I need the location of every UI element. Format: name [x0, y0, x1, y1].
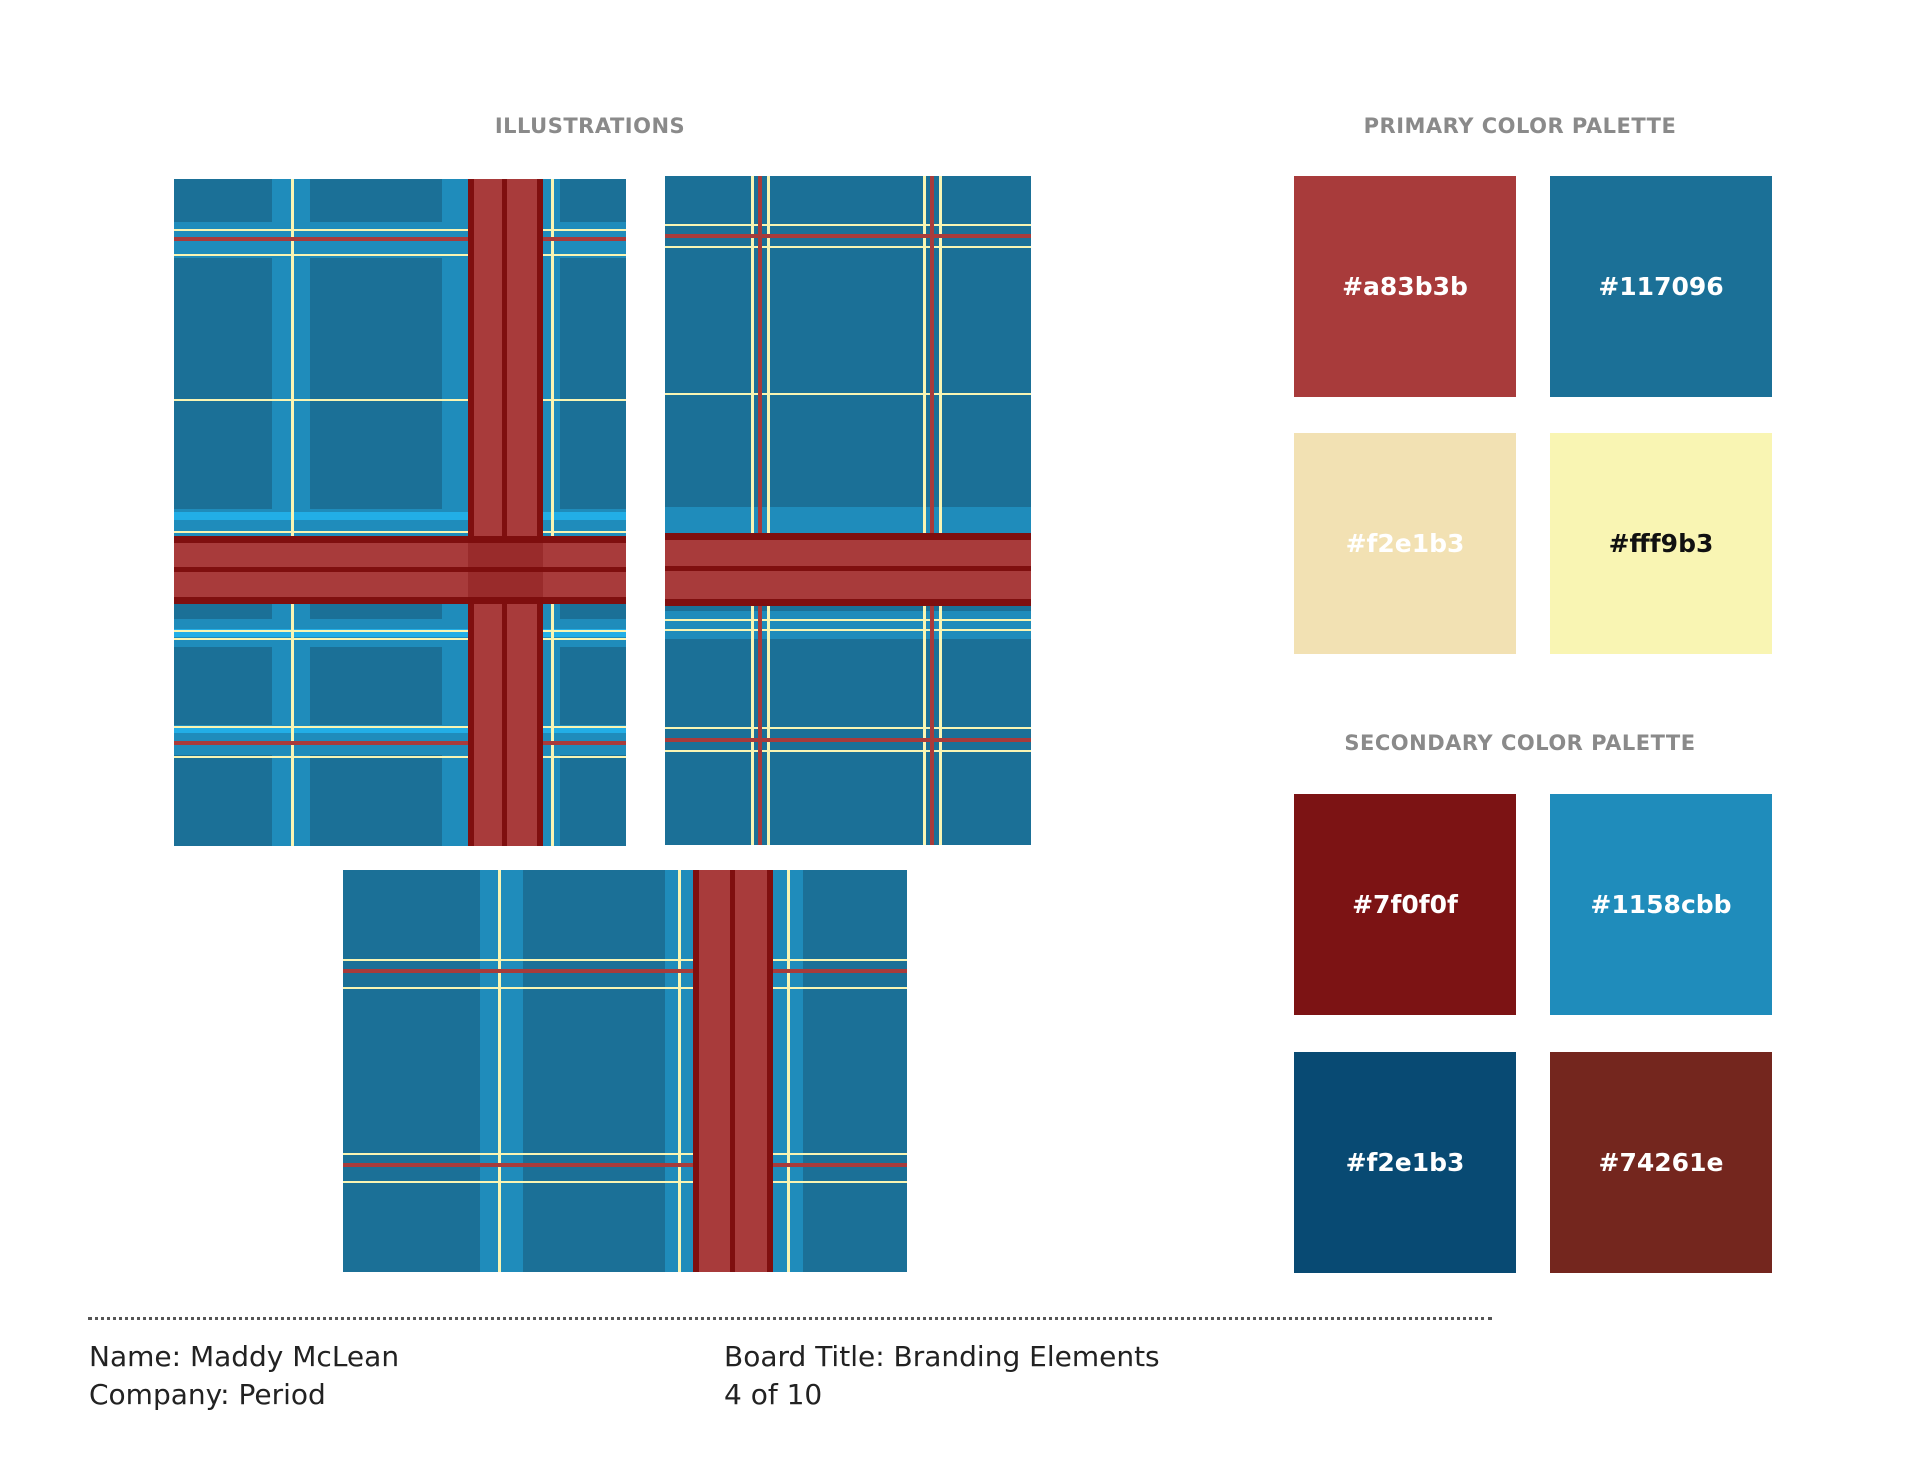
footer-divider: [88, 1317, 1492, 1320]
swatch-hex-label: #117096: [1598, 272, 1724, 301]
footer-company: Company: Period: [89, 1378, 326, 1411]
swatch-hex-label: #7f0f0f: [1352, 890, 1458, 919]
plaid-illustration-1: [174, 179, 626, 846]
secondary-palette-heading: SECONDARY COLOR PALETTE: [1344, 731, 1696, 755]
primary-swatch: #a83b3b: [1294, 176, 1516, 397]
primary-swatch: #117096: [1550, 176, 1772, 397]
illustrations-heading: ILLUSTRATIONS: [494, 114, 686, 138]
swatch-hex-label: #f2e1b3: [1345, 529, 1465, 558]
primary-swatch: #f2e1b3: [1294, 433, 1516, 654]
primary-palette-heading: PRIMARY COLOR PALETTE: [1363, 114, 1677, 138]
swatch-hex-label: #fff9b3: [1608, 529, 1714, 558]
secondary-swatch: #7f0f0f: [1294, 794, 1516, 1015]
secondary-swatch: #f2e1b3: [1294, 1052, 1516, 1273]
secondary-swatch: #74261e: [1550, 1052, 1772, 1273]
secondary-swatch: #1158cbb: [1550, 794, 1772, 1015]
swatch-hex-label: #a83b3b: [1342, 272, 1468, 301]
swatch-hex-label: #f2e1b3: [1345, 1148, 1465, 1177]
primary-swatch: #fff9b3: [1550, 433, 1772, 654]
swatch-hex-label: #1158cbb: [1590, 890, 1732, 919]
swatch-hex-label: #74261e: [1598, 1148, 1724, 1177]
footer-page-number: 4 of 10: [724, 1378, 823, 1411]
plaid-illustration-2: [665, 176, 1031, 845]
plaid-illustration-3: [343, 870, 907, 1272]
footer-board-title: Board Title: Branding Elements: [724, 1340, 1160, 1373]
footer-name: Name: Maddy McLean: [89, 1340, 400, 1373]
